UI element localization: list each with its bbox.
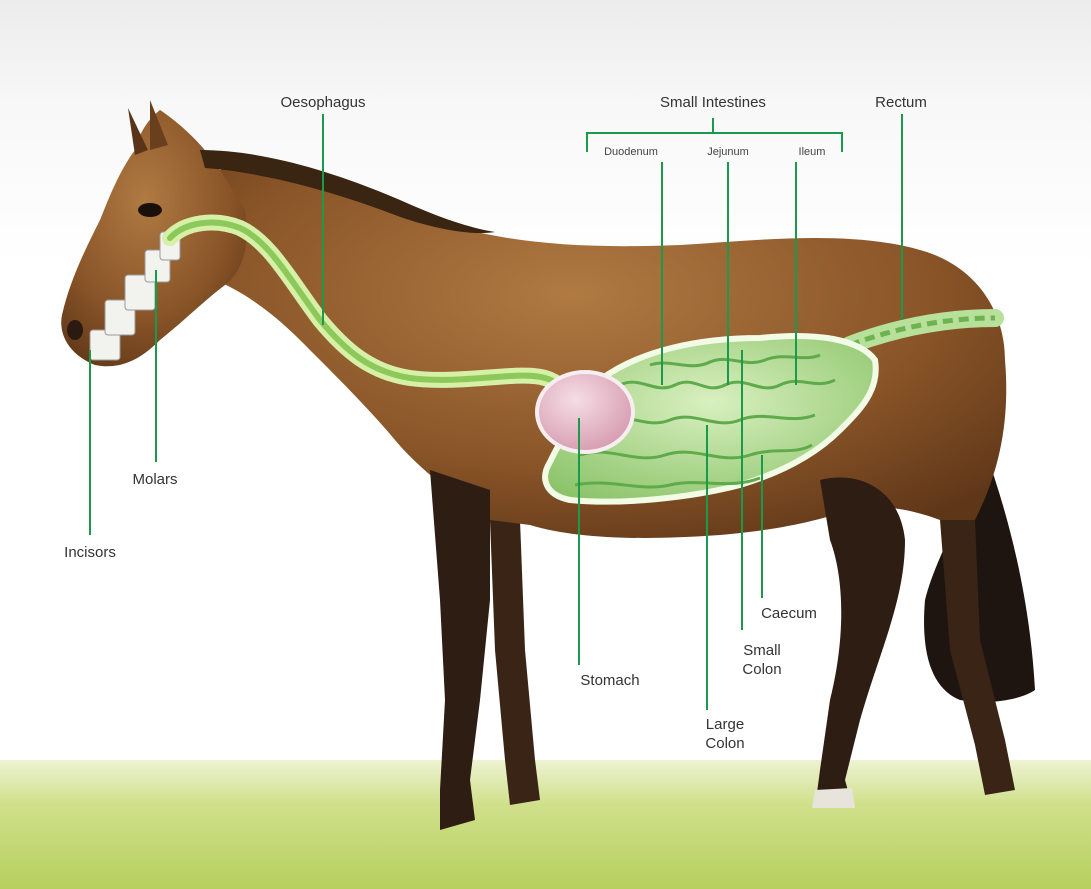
label-incisors: Incisors — [64, 543, 116, 562]
grass — [0, 760, 1091, 889]
label-stomach: Stomach — [580, 671, 639, 690]
nostril — [67, 320, 83, 340]
label-jejunum: Jejunum — [707, 145, 749, 159]
label-molars: Molars — [132, 470, 177, 489]
label-small-colon: Small Colon — [742, 641, 781, 679]
white-sock — [812, 788, 855, 808]
label-duodenum: Duodenum — [604, 145, 658, 159]
label-oesophagus: Oesophagus — [280, 93, 365, 112]
label-large-colon: Large Colon — [705, 715, 744, 753]
label-ileum: Ileum — [799, 145, 826, 159]
label-rectum: Rectum — [875, 93, 927, 112]
eye — [138, 203, 162, 217]
label-caecum: Caecum — [761, 604, 817, 623]
stomach-organ — [537, 372, 633, 452]
label-small-intestines: Small Intestines — [660, 93, 766, 112]
